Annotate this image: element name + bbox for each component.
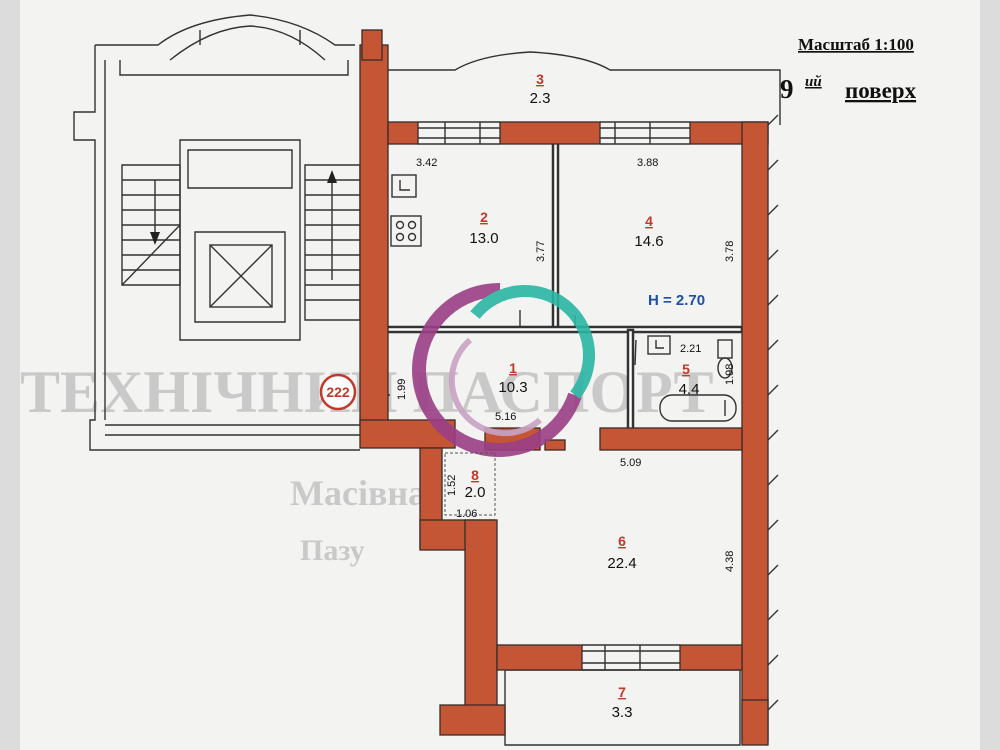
stove-icon (390, 215, 422, 247)
apartment-number-badge: 222 (319, 373, 357, 411)
apartment-number: 222 (326, 384, 350, 400)
floor-word: поверх (845, 78, 917, 103)
dim-room1-height: 1.99 (396, 379, 408, 400)
dim-room5-height: 1.98 (724, 364, 736, 385)
stair-up-arrow-icon (327, 170, 337, 183)
room-7-number: 7 (618, 684, 626, 700)
room-1-area: 10.3 (498, 379, 527, 396)
watermark-line3: Пазу (300, 534, 365, 567)
room-3-number: 3 (536, 71, 544, 87)
room-4-number: 4 (645, 213, 653, 229)
dim-room6-height: 4.38 (724, 551, 736, 572)
exterior-hatch (767, 114, 779, 711)
dim-room1-width: 5.16 (495, 411, 516, 423)
watermark-line2: Масівна (290, 473, 426, 513)
dim-room2-height: 3.77 (535, 241, 547, 262)
kitchen-sink-icon (391, 174, 417, 198)
room-6-number: 6 (618, 533, 626, 549)
room-2-area: 13.0 (469, 230, 498, 247)
walls (359, 29, 769, 746)
dim-room4-width: 3.88 (637, 157, 658, 169)
room-8-number: 8 (471, 467, 479, 483)
room-7-area: 3.3 (612, 704, 633, 721)
room-3-area: 2.3 (530, 90, 551, 107)
elevator-shaft (209, 244, 273, 308)
elevator-cross-icon (209, 244, 273, 308)
ceiling-height-label: H = 2.70 (648, 292, 705, 309)
room-5-area: 4.4 (679, 381, 700, 398)
stair-down-arrow-icon (150, 232, 160, 245)
room-1-number: 1 (509, 360, 517, 376)
dim-room5-width: 2.21 (680, 343, 701, 355)
room-4-area: 14.6 (634, 233, 663, 250)
toilet-icon (717, 339, 733, 379)
windows (418, 121, 690, 671)
room-5-number: 5 (682, 361, 690, 377)
bathtub-icon (659, 394, 737, 422)
room-6-area: 22.4 (607, 555, 636, 572)
dim-room6-width: 5.09 (620, 457, 641, 469)
dim-room4-height: 3.78 (724, 241, 736, 262)
floor-number: 9 (780, 74, 794, 104)
dim-room8-height: 1.52 (446, 475, 458, 496)
bathroom-sink-icon (647, 335, 671, 355)
balcony-top-outline (380, 51, 781, 125)
scale-label: Масштаб 1:100 (798, 35, 914, 54)
floor-suffix: ий (805, 74, 822, 90)
room-8-outline (444, 452, 496, 516)
logo-watermark-icon (412, 282, 595, 457)
room-2-number: 2 (480, 209, 488, 225)
room-8-area: 2.0 (465, 484, 486, 501)
dim-room8-width: 1.06 (456, 508, 477, 520)
dim-room2-width: 3.42 (416, 157, 437, 169)
